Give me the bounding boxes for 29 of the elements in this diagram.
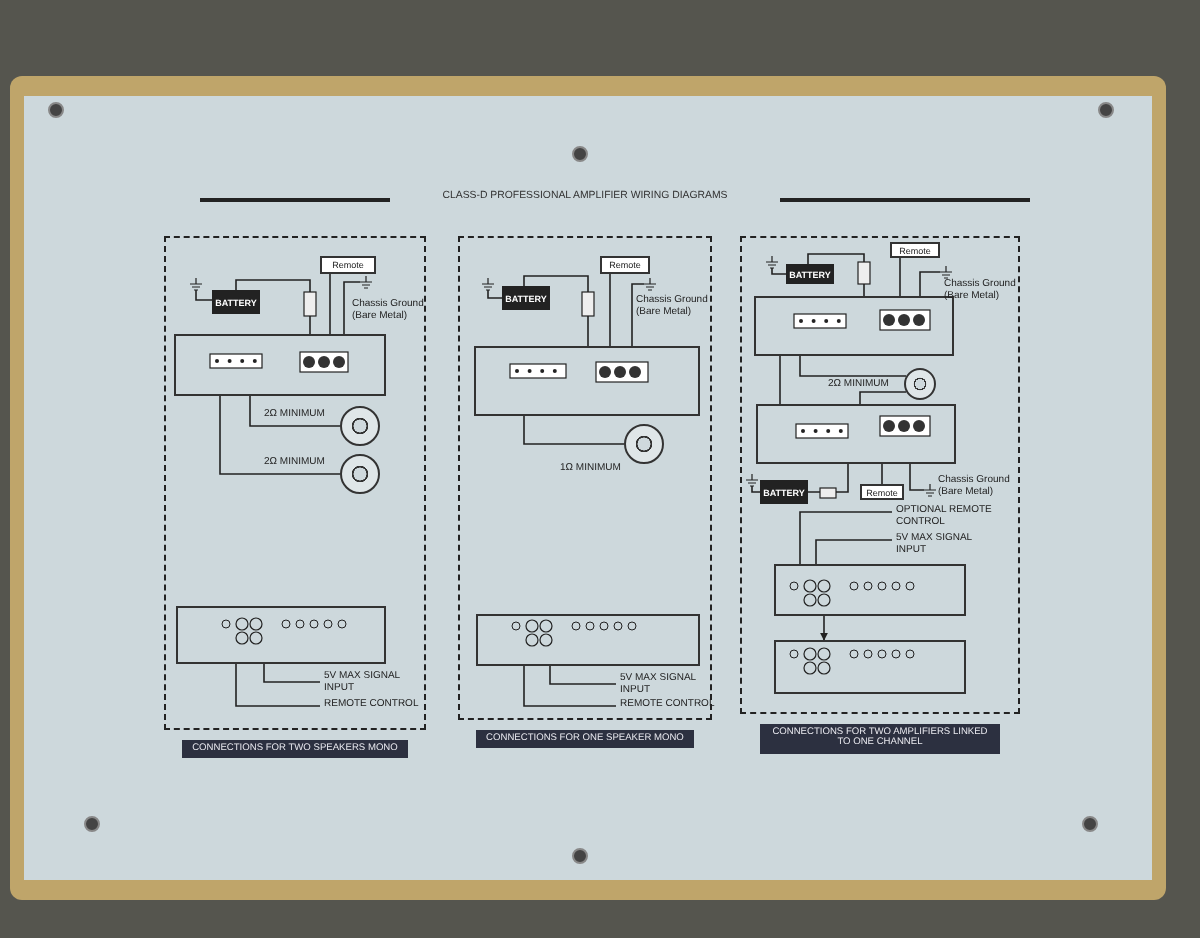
- amplifier-box: [774, 640, 966, 694]
- amplifier-box: [476, 614, 700, 666]
- wire: [799, 355, 907, 377]
- wire: [523, 275, 589, 347]
- amplifier-box: [174, 334, 386, 396]
- wire: [859, 391, 907, 405]
- wire: [779, 355, 781, 405]
- wire: [815, 539, 893, 565]
- wire: [219, 395, 341, 475]
- wire: [249, 395, 341, 427]
- wire: [235, 663, 321, 707]
- wire: [799, 511, 893, 565]
- wire: [263, 663, 321, 683]
- wire: [523, 665, 617, 707]
- amplifier-box: [474, 346, 700, 416]
- amplifier-box: [774, 564, 966, 616]
- wire: [807, 253, 865, 297]
- wire: [329, 273, 331, 335]
- wire: [609, 273, 611, 347]
- amplifier-box: [176, 606, 386, 664]
- amplifier-box: [756, 404, 956, 464]
- wire: [523, 415, 625, 445]
- amplifier-box: [754, 296, 954, 356]
- arrow: [820, 615, 828, 641]
- wire: [235, 279, 311, 335]
- wire: [807, 463, 849, 493]
- wire: [549, 665, 617, 685]
- wire: [899, 257, 901, 297]
- wire: [881, 463, 883, 485]
